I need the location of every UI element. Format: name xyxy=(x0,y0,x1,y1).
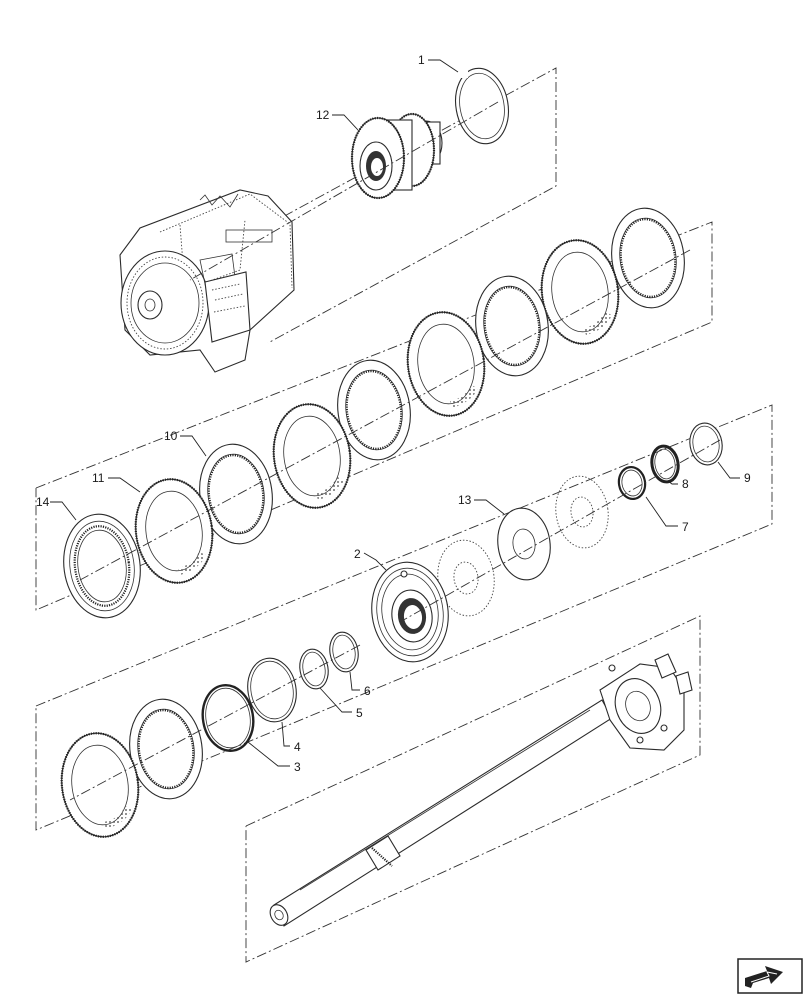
clutch-plate-r1-f xyxy=(272,403,352,509)
part-9-seal-ring xyxy=(689,422,723,466)
callout-3: 3 xyxy=(294,760,301,774)
callout-12: 12 xyxy=(316,108,330,122)
part-4-seal-ring xyxy=(247,657,297,723)
callout-5: 5 xyxy=(356,706,363,720)
part-5-o-ring xyxy=(299,648,329,690)
clutch-plate-r1-c xyxy=(475,275,549,377)
part-2-piston xyxy=(371,561,449,663)
callout-7: 7 xyxy=(682,520,689,534)
callout-4: 4 xyxy=(294,740,301,754)
callouts: 1 12 10 11 14 2 13 7 8 9 6 5 4 3 xyxy=(36,53,751,774)
part-12-gear-hub xyxy=(350,112,443,200)
arrow-icon xyxy=(737,958,803,994)
callout-2: 2 xyxy=(354,547,361,561)
part-13-washer xyxy=(497,507,551,581)
part-3-seal-ring xyxy=(201,684,255,752)
part-1-snap-ring xyxy=(454,67,509,145)
transmission-housing xyxy=(119,189,295,373)
callout-9: 9 xyxy=(744,471,751,485)
callout-11: 11 xyxy=(92,471,105,485)
callout-14: 14 xyxy=(36,495,50,509)
leader-lines xyxy=(50,59,740,767)
part-11-friction-plate xyxy=(134,478,214,584)
clutch-plate-r3-b xyxy=(60,732,140,838)
assembly-frame-middle-2 xyxy=(35,404,773,831)
callout-13: 13 xyxy=(458,493,472,507)
callout-8: 8 xyxy=(682,477,689,491)
axis-lines xyxy=(69,101,721,801)
spring-washer-a xyxy=(555,475,609,549)
clutch-plate-r1-d xyxy=(406,311,486,417)
callout-6: 6 xyxy=(364,684,371,698)
part-6-o-ring xyxy=(329,631,359,673)
part-14-end-plate xyxy=(63,513,141,619)
part-8-seal-ring xyxy=(650,444,680,484)
part-7-snap-ring xyxy=(617,465,647,501)
assembly-frame-bottom xyxy=(245,615,701,963)
spring-washer-b xyxy=(437,539,495,617)
callout-1: 1 xyxy=(418,53,425,67)
navigation-arrow-button[interactable] xyxy=(737,958,803,994)
output-shaft xyxy=(269,653,693,927)
callout-10: 10 xyxy=(164,429,178,443)
clutch-plate-r1-b xyxy=(540,239,620,345)
